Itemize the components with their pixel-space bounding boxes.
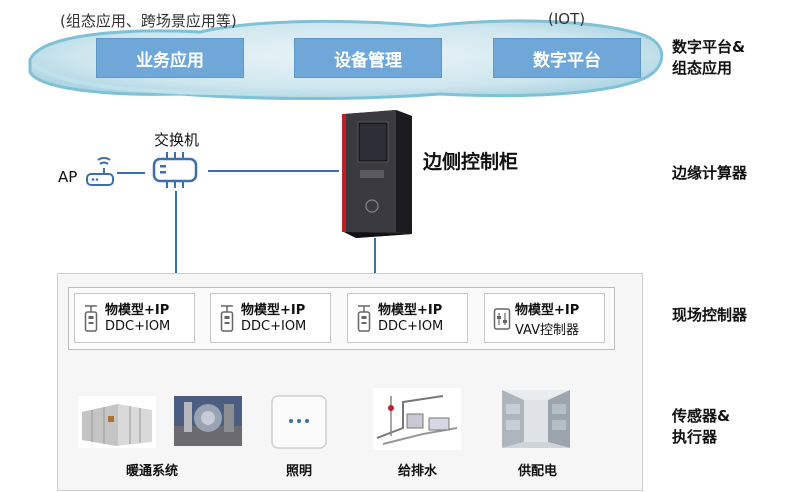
- edge-cabinet-label: 边侧控制柜: [423, 151, 519, 173]
- controller-title: 物模型+IP: [378, 303, 443, 318]
- plumbing-diagram-image: [373, 388, 461, 450]
- box-device-management: 设备管理: [294, 38, 442, 78]
- ap-label: AP: [58, 168, 78, 186]
- controller-type: DDC+IOM: [105, 319, 171, 334]
- controller-title: 物模型+IP: [515, 303, 580, 318]
- switch-controller-link: [175, 191, 177, 287]
- light-switch-image: [271, 395, 327, 449]
- switch-icon: [152, 152, 198, 188]
- router-icon: [86, 157, 114, 186]
- layer-label-sensor: 传感器& 执行器: [672, 406, 730, 448]
- controller-device-icon: [357, 305, 371, 332]
- layer-label-field: 现场控制器: [672, 306, 748, 324]
- controller-type: VAV控制器: [515, 323, 580, 338]
- controller-title: 物模型+IP: [241, 303, 306, 318]
- controller-type: DDC+IOM: [378, 319, 444, 334]
- sensor-label-power: 供配电: [518, 464, 558, 479]
- layer-label-sensor-line1: 传感器&: [672, 407, 731, 425]
- layer-label-platform-line1: 数字平台&: [672, 38, 746, 56]
- edge-cabinet-image: [342, 110, 412, 238]
- ap-switch-link: [117, 172, 145, 174]
- hvac-units-image: [78, 396, 156, 448]
- cloud-note-iot: (IOT): [548, 10, 586, 28]
- controller-card: 物模型+IP DDC+IOM: [210, 293, 331, 343]
- layer-label-sensor-line2: 执行器: [672, 428, 718, 446]
- layer-label-edge: 边缘计算器: [672, 164, 748, 182]
- power-distribution-image: [502, 390, 570, 448]
- layer-label-platform: 数字平台& 组态应用: [672, 37, 745, 79]
- switch-cabinet-link: [208, 170, 339, 172]
- cloud-note-apps: (组态应用、跨场景应用等): [60, 12, 237, 30]
- controller-card: 物模型+IP VAV控制器: [484, 293, 605, 343]
- sensor-label-lighting: 照明: [286, 464, 313, 479]
- controller-title: 物模型+IP: [105, 303, 170, 318]
- controller-device-icon: [84, 305, 98, 332]
- layer-label-platform-line2: 组态应用: [672, 59, 733, 77]
- controller-card: 物模型+IP DDC+IOM: [347, 293, 468, 343]
- box-digital-platform: 数字平台: [493, 38, 641, 78]
- controller-device-icon: [220, 305, 234, 332]
- vav-controller-icon: [493, 308, 511, 330]
- controller-card: 物模型+IP DDC+IOM: [74, 293, 195, 343]
- switch-label: 交换机: [154, 131, 200, 149]
- hvac-equipment-image: [174, 396, 242, 446]
- controller-type: DDC+IOM: [241, 319, 307, 334]
- sensor-label-hvac: 暖通系统: [126, 464, 179, 479]
- sensor-label-plumbing: 给排水: [398, 464, 438, 479]
- box-business-apps: 业务应用: [96, 38, 244, 78]
- cabinet-controller-link: [374, 238, 376, 273]
